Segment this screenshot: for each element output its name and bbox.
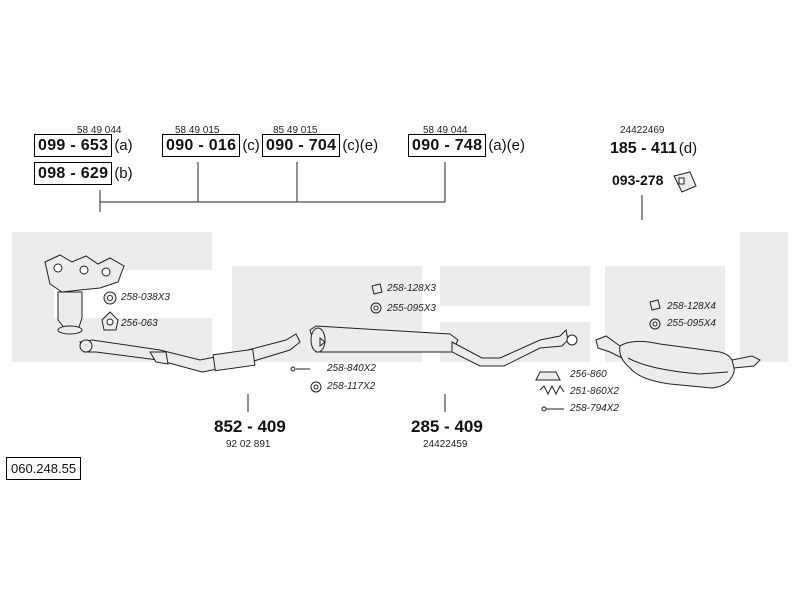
- rear-silencer-part: [595, 335, 761, 389]
- middle-silencer-part: [309, 325, 578, 367]
- oe-number: 58 49 044: [77, 125, 122, 136]
- ring-icon: [370, 302, 382, 314]
- exhaust-manifold-part: [44, 254, 125, 335]
- accessory-part-number[interactable]: 251-860X2: [570, 386, 619, 397]
- gasket-icon: [101, 311, 119, 331]
- oe-number: 92 02 891: [226, 439, 271, 450]
- accessory-part-number[interactable]: 258-117X2: [327, 381, 376, 392]
- oe-number: 58 49 015: [175, 125, 220, 136]
- variant-note: (a)(e): [488, 137, 525, 154]
- mounting-bracket-part: [673, 171, 697, 193]
- part-number-row: 185 - 411(d): [610, 141, 697, 157]
- nut-icon: [103, 291, 117, 305]
- accessory-part-number[interactable]: 258-794X2: [570, 403, 619, 414]
- bolt-icon: [290, 366, 310, 372]
- variant-note: (c): [242, 137, 260, 154]
- ring-icon: [649, 318, 661, 330]
- accessory-part-number[interactable]: 258-038X3: [121, 292, 170, 303]
- part-number[interactable]: 093-278: [612, 172, 664, 188]
- accessory-part-number[interactable]: 255-095X3: [387, 303, 436, 314]
- part-number[interactable]: 852 - 409: [214, 417, 286, 436]
- part-number-box[interactable]: 099 - 653: [34, 134, 113, 157]
- oe-number: 24422459: [423, 439, 468, 450]
- front-pipe-part: [79, 333, 301, 373]
- part-number-box[interactable]: 090 - 704: [262, 134, 341, 157]
- accessory-part-number[interactable]: 256-860: [570, 369, 607, 380]
- part-number-box[interactable]: 098 - 629: [34, 162, 113, 185]
- spring-icon: [539, 384, 565, 396]
- part-number-row: 090 - 748(a)(e): [408, 134, 525, 157]
- part-number-row: 099 - 653(a): [34, 134, 133, 157]
- bolt-icon: [541, 406, 564, 412]
- oe-number: 24422469: [620, 125, 665, 136]
- accessory-part-number[interactable]: 258-128X4: [667, 301, 716, 312]
- oe-number: 58 49 044: [423, 125, 468, 136]
- part-number-row: 090 - 704(c)(e): [262, 134, 379, 157]
- part-number-box[interactable]: 090 - 748: [408, 134, 487, 157]
- variant-note: (d): [678, 140, 698, 157]
- part-number[interactable]: 185 - 411: [610, 140, 677, 157]
- accessory-part-number[interactable]: 256-063: [121, 318, 158, 329]
- accessory-part-number[interactable]: 258-128X3: [387, 283, 436, 294]
- washer-icon: [310, 381, 322, 393]
- variant-note: (a): [114, 137, 133, 154]
- part-number[interactable]: 285 - 409: [411, 417, 483, 436]
- accessory-part-number[interactable]: 255-095X4: [667, 318, 716, 329]
- flange-gasket-icon: [535, 371, 561, 381]
- variant-note: (c)(e): [342, 137, 379, 154]
- variant-note: (b): [114, 165, 133, 182]
- accessory-part-number[interactable]: 258-840X2: [327, 363, 376, 374]
- clamp-icon: [371, 283, 383, 295]
- part-number-row: 090 - 016(c): [162, 134, 260, 157]
- clamp-icon: [649, 299, 661, 311]
- part-number-box[interactable]: 090 - 016: [162, 134, 241, 157]
- part-number-row: 098 - 629(b): [34, 162, 133, 185]
- oe-number: 85 49 015: [273, 125, 318, 136]
- catalog-number: 060.248.55: [6, 457, 82, 480]
